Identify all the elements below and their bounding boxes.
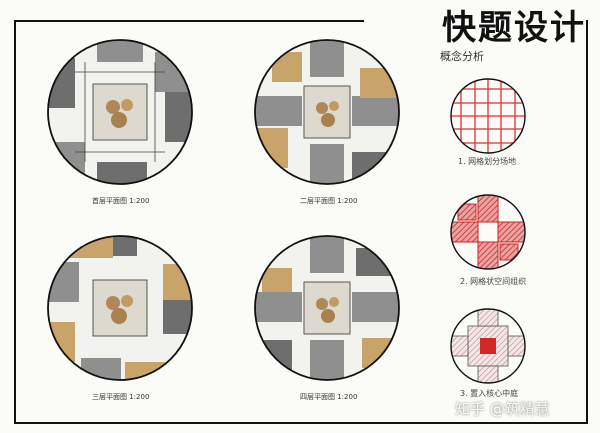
floor-plan-1 [45,32,195,192]
floor-plan-1-drawing [47,39,193,185]
floor-plan-3-drawing [47,235,193,381]
floor-plan-4-drawing [254,235,400,381]
sheet-frame-top [14,20,364,22]
concept-diagram-organization [448,192,528,272]
sheet-title: 快题设计 [442,8,586,48]
concept-diagram-core-caption: 3. 置入核心中庭 [460,389,519,398]
concept-diagram-grid [448,76,528,156]
concept-diagram-organization-drawing [450,194,526,270]
floor-plan-4-caption: 四层平面图 1:200 [300,393,358,401]
floor-plan-3 [45,228,195,388]
concept-diagram-core [448,306,528,386]
concept-diagram-grid-caption: 1. 网格划分场地 [458,157,517,166]
sheet-frame [14,20,588,424]
concept-diagram-grid-drawing [450,78,526,154]
floor-plan-4 [252,228,402,388]
floor-plan-2-drawing [254,39,400,185]
floor-plan-1-caption: 首层平面图 1:200 [92,197,150,205]
floor-plan-2 [252,32,402,192]
concept-heading: 概念分析 [440,50,484,63]
concept-diagram-organization-caption: 2. 网格状空间组织 [460,277,527,286]
floor-plan-2-caption: 二层平面图 1:200 [300,197,358,205]
watermark: 知乎 @筑精慧 [455,400,550,418]
concept-diagram-core-drawing [450,308,526,384]
floor-plan-3-caption: 三层平面图 1:200 [92,393,150,401]
